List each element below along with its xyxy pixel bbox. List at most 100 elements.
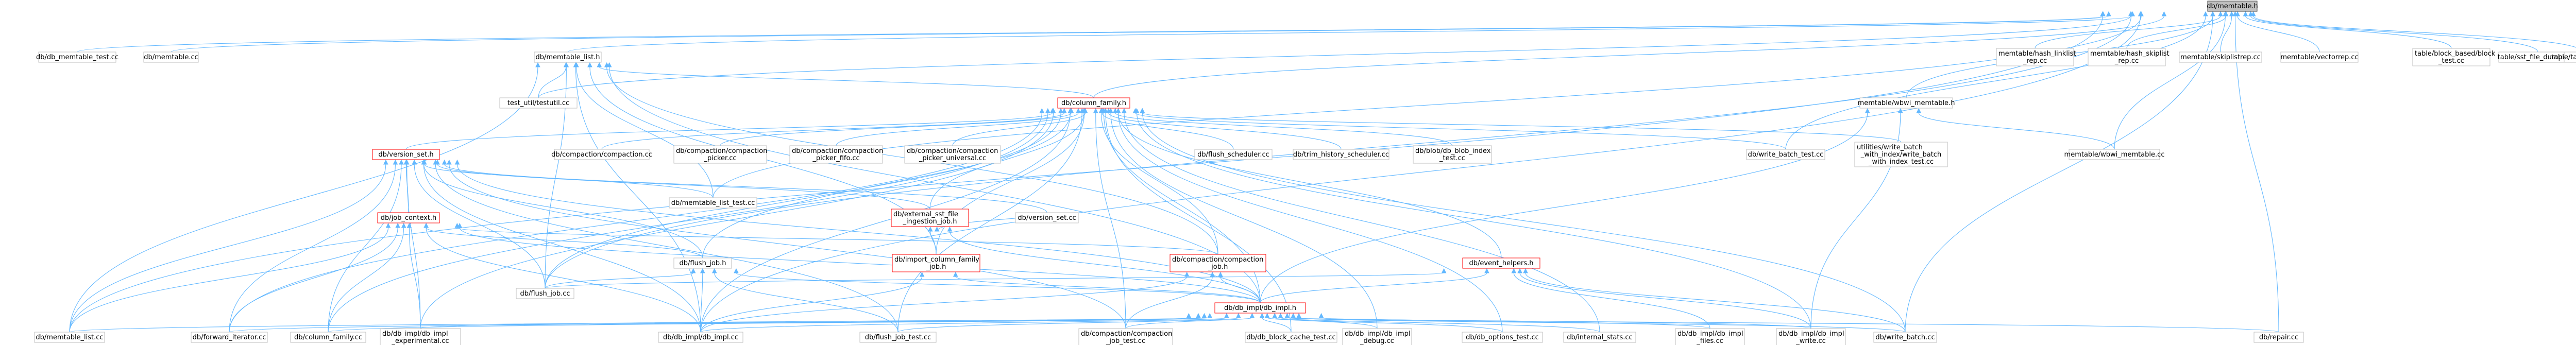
node-db-flush-job-h[interactable]: db/flush_job.h (673, 257, 732, 269)
node-db-compaction-compaction-picker-cc[interactable]: db/compaction/compaction_picker.cc (673, 145, 767, 164)
edge-arrowhead (1207, 313, 1213, 318)
node-db-write-batch-test-cc[interactable]: db/write_batch_test.cc (1746, 149, 1825, 160)
node-db-memtable-list-h[interactable]: db/memtable_list.h (534, 51, 602, 63)
node-label-line: db/internal_stats.cc (1567, 334, 1632, 341)
node-db-version-set-h[interactable]: db/version_set.h (372, 149, 440, 160)
edge-n12-n16 (836, 108, 1081, 146)
node-label-line: db/db_options_test.cc (1466, 334, 1539, 341)
node-table-block-based-block-test-cc[interactable]: table/block_based/block_test.cc (2412, 48, 2496, 66)
node-utilities-write-batch-with-index-write-batch-with-index-test-cc[interactable]: utilities/write_batch_with_index/write_b… (1854, 142, 1948, 167)
node-db-forward-iterator-cc[interactable]: db/forward_iterator.cc (191, 332, 268, 343)
node-db-version-set-cc[interactable]: db/version_set.cc (1015, 212, 1079, 223)
node-db-column-family-h[interactable]: db/column_family.h (1057, 97, 1130, 109)
node-memtable-hash-skiplist-rep-cc[interactable]: memtable/hash_skiplist_rep.cc (2088, 48, 2170, 66)
node-db-blob-db-blob-index-test-cc[interactable]: db/blob/db_blob_index_test.cc (1413, 145, 1492, 164)
node-box (191, 332, 268, 343)
node-memtable-hash-linklist-rep-cc[interactable]: memtable/hash_linklist_rep.cc (1996, 48, 2076, 66)
node-db-db-impl-db-impl-cc[interactable]: db/db_impl/db_impl.cc (658, 332, 743, 343)
node-db-memtable-cc[interactable]: db/memtable.cc (143, 51, 199, 63)
edge-n28-n39 (423, 222, 701, 333)
node-test-util-testutil-cc[interactable]: test_util/testutil.cc (499, 97, 578, 109)
node-db-event-helpers-h[interactable]: db/event_helpers.h (1462, 257, 1540, 269)
edge-arrowhead (1236, 313, 1241, 318)
node-db-write-batch-cc[interactable]: db/write_batch.cc (1873, 332, 1937, 343)
node-db-flush-job-test-cc[interactable]: db/flush_job_test.cc (859, 332, 937, 343)
edge-n34-n41 (1125, 313, 1255, 329)
edge-n12-n24 (405, 108, 1055, 150)
node-db-column-family-cc[interactable]: db/column_family.cc (290, 332, 366, 343)
node-db-external-sst-file-ingestion-job-h[interactable]: db/external_sst_file_ingestion_job.h (891, 209, 969, 227)
edge-arrowhead (1210, 271, 1215, 277)
edge-arrowhead (385, 222, 391, 228)
edge-n0-n12 (1093, 11, 2167, 98)
node-db-flush-job-cc[interactable]: db/flush_job.cc (516, 288, 574, 299)
edge-arrowhead (399, 159, 404, 165)
node-table-sst-file-dumper-cc[interactable]: table/sst_file_dumper.cc (2498, 51, 2576, 63)
node-box (892, 254, 980, 272)
node-label-line: table/table_test.cc (2551, 54, 2576, 61)
edge-n12-n47 (1134, 108, 1811, 329)
node-label-line: _with_index/write_batch (1860, 151, 1941, 159)
node-db-compaction-compaction-job-h[interactable]: db/compaction/compaction_job.h (1170, 254, 1266, 272)
node-label-line: db/memtable.cc (144, 54, 198, 61)
node-box (534, 51, 602, 63)
node-memtable-skiplistrep-cc[interactable]: memtable/skiplistrep.cc (2179, 51, 2262, 63)
node-db-import-column-family-job-h[interactable]: db/import_column_family_job.h (892, 254, 980, 272)
node-db-compaction-compaction-job-test-cc[interactable]: db/compaction/compaction_job_test.cc (1078, 328, 1173, 345)
node-box (2088, 48, 2166, 66)
edge-n0-n21 (1785, 11, 2208, 150)
edge-arrowhead (2243, 11, 2248, 16)
node-label-line: _write.cc (1795, 337, 1826, 345)
node-db-memtable-list-cc[interactable]: db/memtable_list.cc (34, 332, 105, 343)
node-box (891, 209, 969, 227)
node-box (499, 97, 578, 109)
node-label-line: _picker_fifo.cc (812, 154, 859, 162)
edge-arrowhead (1076, 108, 1081, 113)
edge-arrowhead (1103, 108, 1108, 113)
edge-n12-n17 (952, 108, 1088, 146)
node-db-db-impl-db-impl-h[interactable]: db/db_impl/db_impl.h (1214, 302, 1306, 314)
node-db-db-impl-db-impl-debug-cc[interactable]: db/db_impl/db_impl_debug.cc (1342, 328, 1412, 345)
node-label-line: db/trim_history_scheduler.cc (1293, 151, 1389, 159)
edge-n34-n45 (1278, 313, 1600, 333)
node-db-flush-scheduler-cc[interactable]: db/flush_scheduler.cc (1194, 149, 1273, 160)
node-box (1170, 254, 1266, 272)
node-memtable-vectorrep-cc[interactable]: memtable/vectorrep.cc (2280, 51, 2359, 63)
edge-arrowhead (1511, 268, 1517, 273)
node-db-compaction-compaction-picker-fifo-cc[interactable]: db/compaction/compaction_picker_fifo.cc (789, 145, 883, 164)
node-db-db-memtable-test-cc[interactable]: db/db_memtable_test.cc (36, 51, 118, 63)
node-db-job-context-h[interactable]: db/job_context.h (377, 212, 440, 223)
edge-arrowhead (573, 62, 579, 67)
node-table-table-test-cc[interactable]: table/table_test.cc (2551, 51, 2576, 63)
edge-n13-n23 (1916, 108, 2115, 150)
node-db-db-block-cache-test-cc[interactable]: db/db_block_cache_test.cc (1245, 332, 1337, 343)
edge-arrowhead (1067, 108, 1073, 113)
node-db-compaction-compaction-picker-universal-cc[interactable]: db/compaction/compaction_picker_universa… (904, 145, 1001, 164)
node-db-memtable-list-test-cc[interactable]: db/memtable_list_test.cc (669, 197, 757, 209)
node-db-db-impl-db-impl-write-cc[interactable]: db/db_impl/db_impl_write.cc (1776, 328, 1846, 345)
node-memtable-wbwi-memtable-cc[interactable]: memtable/wbwi_memtable.cc (2064, 149, 2165, 160)
node-db-compaction-compaction-cc[interactable]: db/compaction/compaction.cc (551, 149, 652, 160)
edge-arrowhead (1122, 108, 1127, 113)
node-db-trim-history-scheduler-cc[interactable]: db/trim_history_scheduler.cc (1293, 149, 1389, 160)
node-box (143, 51, 199, 63)
node-label-line: db/compaction/compaction (792, 147, 883, 155)
edge-n12-n34 (1101, 108, 1261, 303)
node-box (1462, 332, 1543, 343)
edge-n12-n48 (1140, 108, 1906, 333)
node-db-db-impl-db-impl-experimental-cc[interactable]: db/db_impl/db_impl_experimental.cc (380, 328, 461, 345)
node-db-db-options-test-cc[interactable]: db/db_options_test.cc (1462, 332, 1543, 343)
node-db-db-impl-db-impl-files-cc[interactable]: db/db_impl/db_impl_files.cc (1675, 328, 1745, 345)
node-box (1563, 332, 1636, 343)
edge-n34-n38 (420, 313, 1213, 329)
node-memtable-wbwi-memtable-h[interactable]: memtable/wbwi_memtable.h (1858, 97, 1955, 109)
edge-n12-n41 (1093, 108, 1126, 329)
node-box (516, 288, 574, 299)
node-label-line: db/memtable_list.cc (36, 334, 103, 341)
edge-arrowhead (1186, 313, 1192, 318)
edge-n0-n6 (2220, 11, 2234, 53)
node-box (554, 149, 650, 160)
node-db-internal-stats-cc[interactable]: db/internal_stats.cc (1563, 332, 1636, 343)
node-db-repair-cc[interactable]: db/repair.cc (2253, 332, 2304, 343)
node-label-line: table/sst_file_dumper.cc (2498, 54, 2576, 61)
